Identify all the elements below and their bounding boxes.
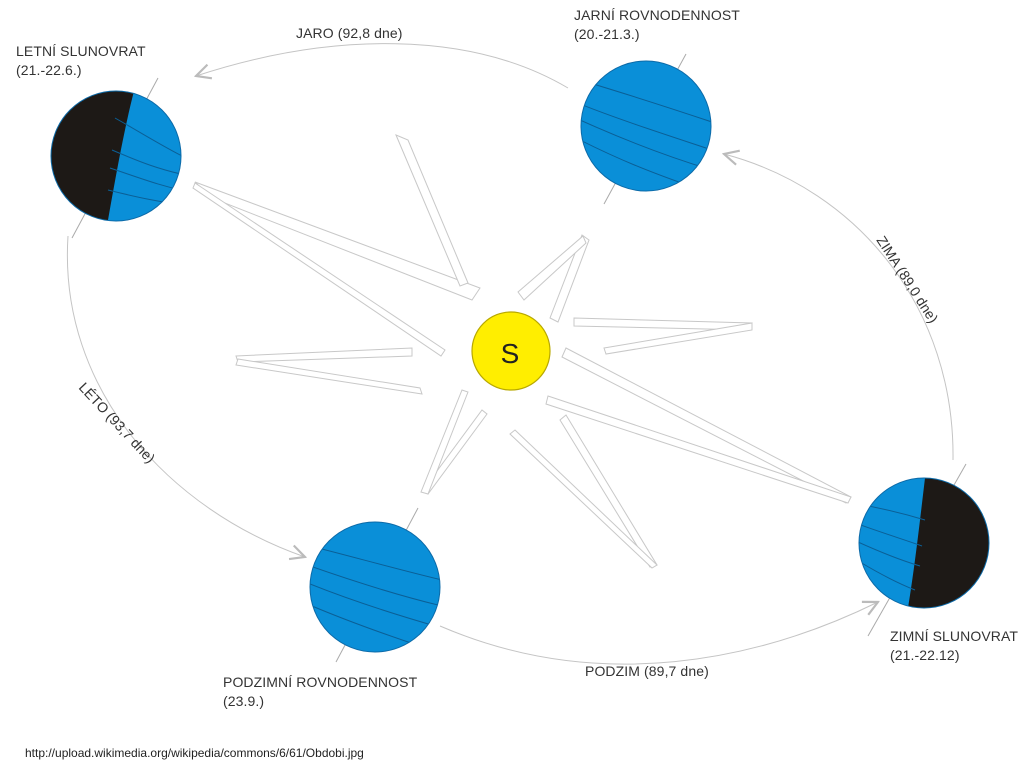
earth-outline bbox=[309, 521, 441, 653]
sun-ray bbox=[420, 389, 469, 495]
sun-ray bbox=[235, 358, 423, 395]
sun-ray bbox=[561, 347, 852, 504]
orbit-arcs bbox=[66, 43, 954, 665]
season-label-winter: ZIMA (89,0 dne) bbox=[873, 233, 941, 326]
station-autumn-equinox: PODZIMNÍ ROVNODENNOST (23.9.) bbox=[223, 673, 417, 711]
season-label-spring: JARO (92,8 dne) bbox=[296, 25, 403, 41]
earth-outline bbox=[580, 60, 712, 192]
earth-spring-equinox bbox=[580, 53, 712, 205]
sun-rays bbox=[192, 134, 852, 569]
station-name: JARNÍ ROVNODENNOST bbox=[574, 7, 740, 23]
station-name: LETNÍ SLUNOVRAT bbox=[16, 43, 146, 59]
earth-autumn-equinox bbox=[309, 507, 441, 663]
earth-disc bbox=[581, 61, 711, 191]
station-name: PODZIMNÍ ROVNODENNOST bbox=[223, 674, 418, 690]
sun-ray bbox=[509, 429, 658, 569]
source-url: http://upload.wikimedia.org/wikipedia/co… bbox=[25, 746, 364, 760]
earth-summer-solstice bbox=[50, 77, 182, 239]
earth-outline bbox=[858, 477, 990, 609]
station-date: (23.9.) bbox=[223, 693, 265, 709]
sun-ray bbox=[235, 347, 413, 363]
earth-outline bbox=[50, 90, 182, 222]
sun-ray bbox=[549, 234, 590, 323]
sun-label: S bbox=[501, 338, 520, 369]
station-date: (20.-21.3.) bbox=[574, 26, 640, 42]
sun-ray bbox=[545, 395, 852, 504]
sun-ray bbox=[603, 322, 753, 355]
station-date: (21.-22.6.) bbox=[16, 62, 82, 78]
season-label-summer: LÉTO (93,7 dne) bbox=[76, 379, 159, 466]
summer-orbit-arc bbox=[66, 235, 305, 557]
sun-ray bbox=[559, 414, 658, 568]
earth-night-side bbox=[908, 478, 989, 608]
sun-ray bbox=[395, 134, 469, 287]
latitude-lines bbox=[107, 117, 181, 207]
spring-orbit-arc bbox=[196, 43, 569, 89]
autumn-orbit-arc bbox=[439, 602, 878, 665]
winter-orbit-arc bbox=[724, 154, 954, 461]
earth-winter-solstice bbox=[858, 463, 990, 637]
station-winter-solstice: ZIMNÍ SLUNOVRAT (21.-22.12) bbox=[890, 627, 1018, 665]
station-summer-solstice: LETNÍ SLUNOVRAT (21.-22.6.) bbox=[16, 42, 146, 80]
station-name: ZIMNÍ SLUNOVRAT bbox=[890, 628, 1019, 644]
station-date: (21.-22.12) bbox=[890, 647, 960, 663]
station-spring-equinox: JARNÍ ROVNODENNOST (20.-21.3.) bbox=[574, 6, 740, 44]
sun: S bbox=[471, 311, 551, 391]
sun-ray bbox=[192, 182, 446, 357]
season-label-autumn: PODZIM (89,7 dne) bbox=[585, 663, 709, 679]
sun-ray bbox=[517, 235, 587, 301]
earth-night-side bbox=[51, 91, 134, 220]
sun-disc bbox=[471, 311, 551, 391]
